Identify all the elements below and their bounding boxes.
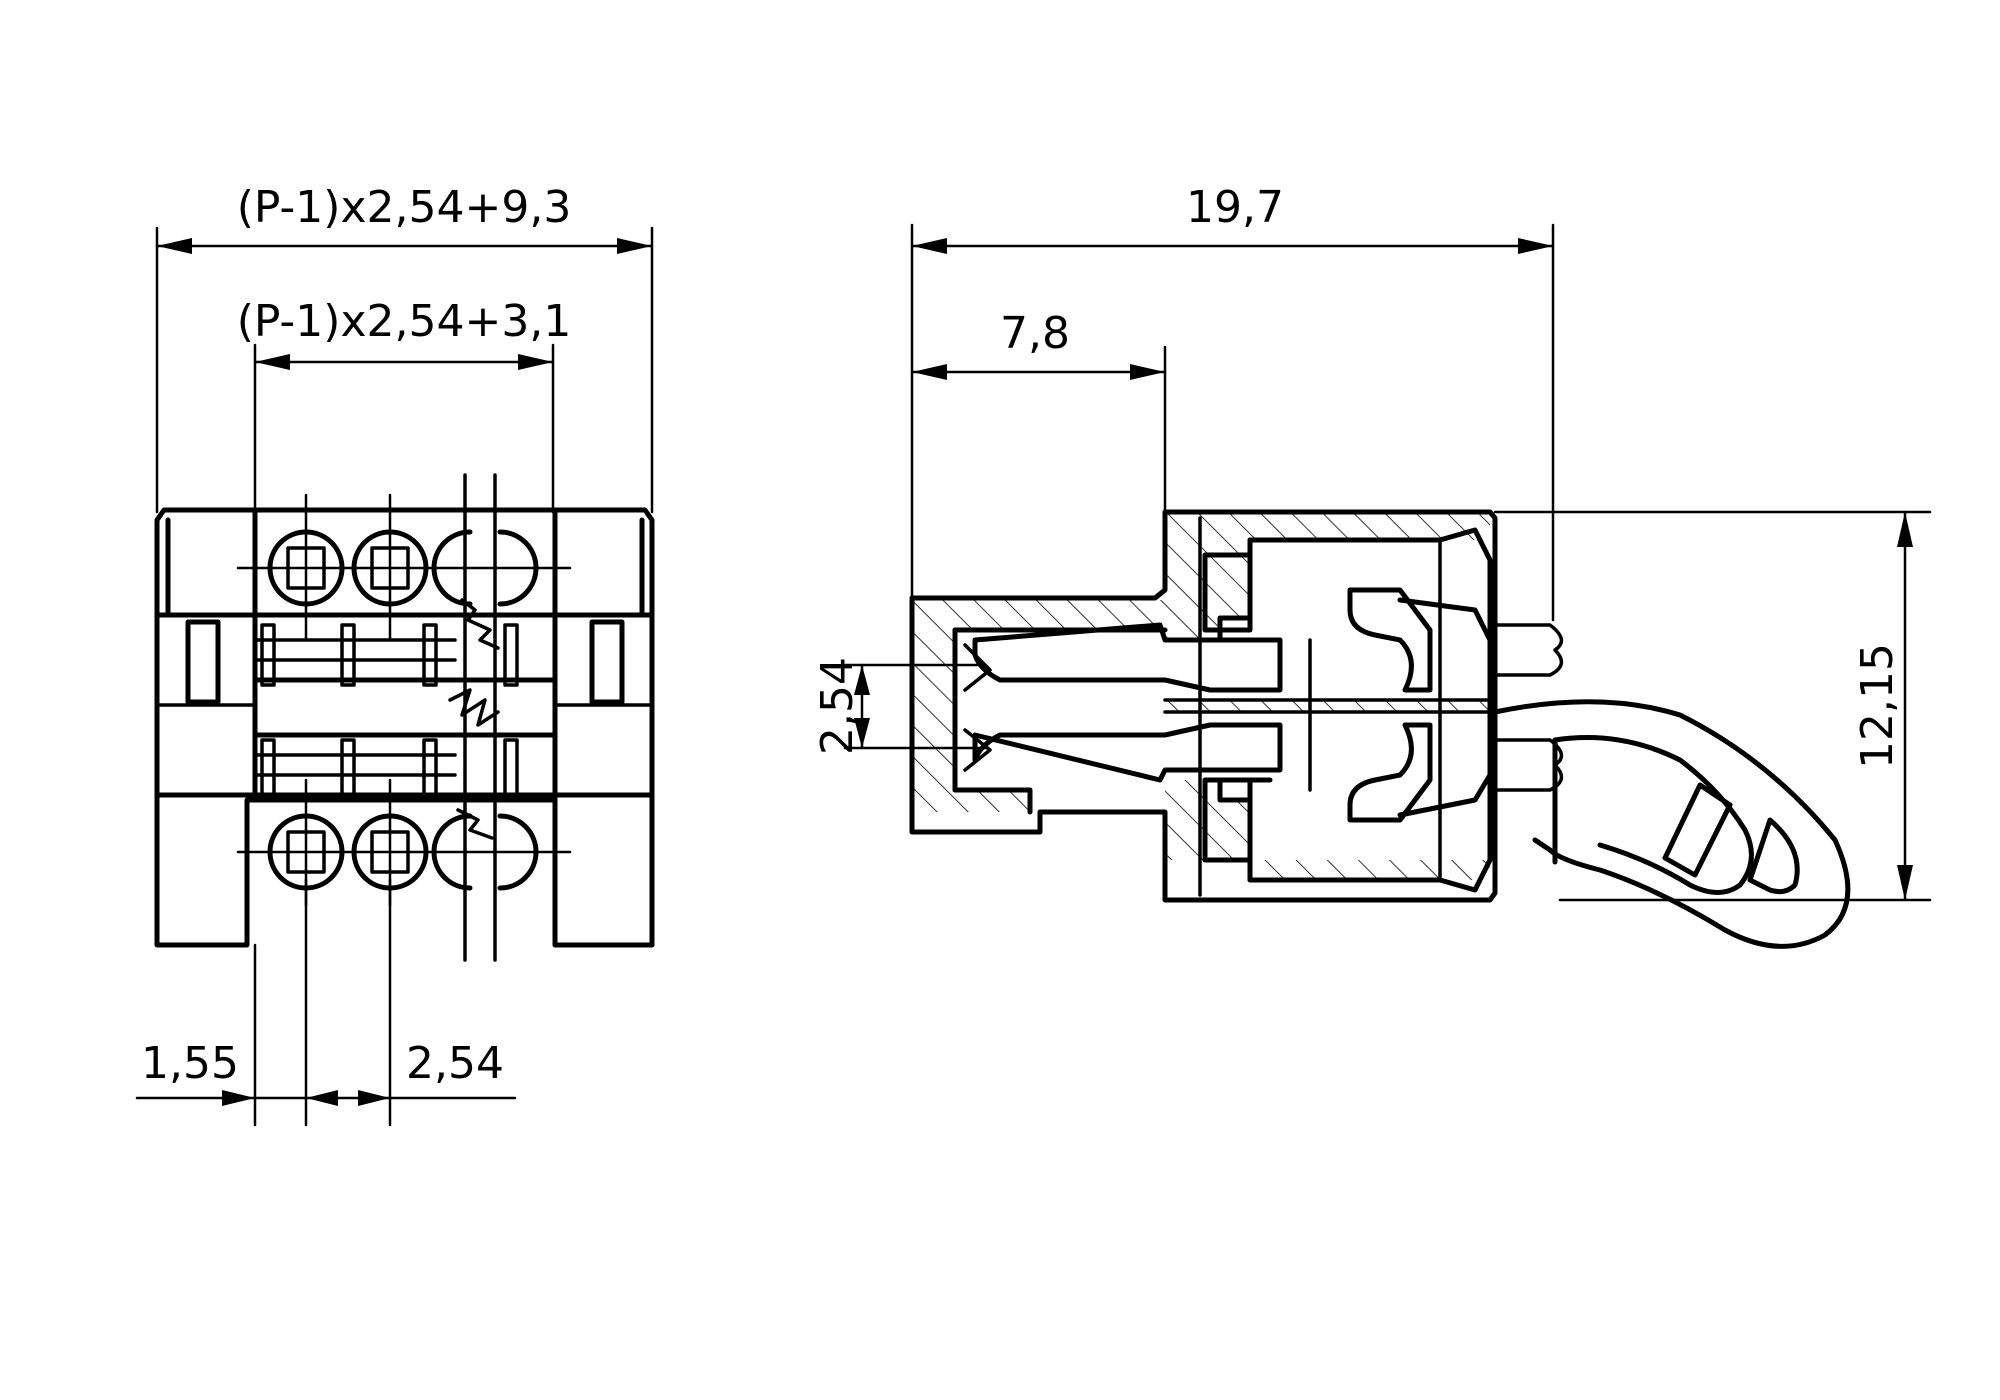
upper-contact xyxy=(963,622,1283,693)
lower-contact xyxy=(963,722,1283,783)
dim-front-pitch-label: 2,54 xyxy=(406,1038,504,1089)
dim-front-edge-label: 1,55 xyxy=(141,1038,239,1089)
dim-side-pitch: 2,54 xyxy=(812,657,987,755)
dim-front-inner-label: (P-1)x2,54+3,1 xyxy=(237,296,572,347)
dim-side-height: 12,15 xyxy=(1493,510,1932,902)
top-contact-row xyxy=(236,493,572,642)
side-view xyxy=(909,509,1851,949)
dim-side-pitch-label: 2,54 xyxy=(812,657,863,755)
dim-front-overall-label: (P-1)x2,54+9,3 xyxy=(237,182,572,233)
dim-front-overall: (P-1)x2,54+9,3 xyxy=(155,182,654,514)
front-view xyxy=(154,473,655,962)
release-lever xyxy=(1492,699,1851,949)
dim-side-overall: 19,7 xyxy=(910,182,1555,622)
dim-side-partial: 7,8 xyxy=(910,308,1167,514)
dim-side-overall-label: 19,7 xyxy=(1186,182,1284,233)
front-ribs xyxy=(253,623,519,802)
front-view-outline xyxy=(154,507,655,948)
dim-front-inner: (P-1)x2,54+3,1 xyxy=(237,296,572,514)
dim-front-pitch: 1,55 2,54 xyxy=(135,878,517,1127)
dim-side-height-label: 12,15 xyxy=(1852,643,1903,769)
side-view-outline xyxy=(909,509,1498,903)
break-line xyxy=(448,473,500,962)
dim-side-partial-label: 7,8 xyxy=(1000,308,1070,359)
